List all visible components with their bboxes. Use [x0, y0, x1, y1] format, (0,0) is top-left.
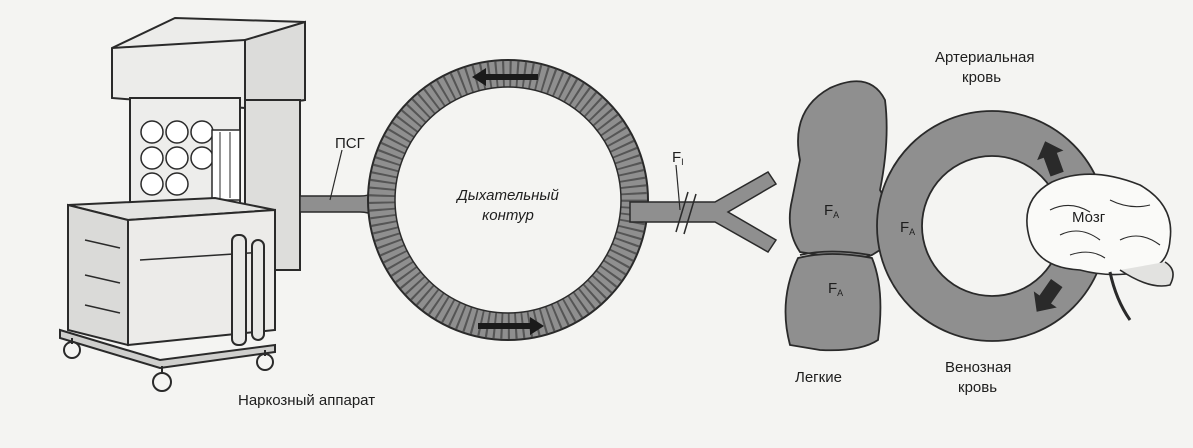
lungs-label: Легкие: [795, 369, 842, 386]
venous-label-line1: Венозная: [945, 359, 1011, 376]
circuit-label-line1: Дыхательный: [455, 187, 559, 204]
y-piece-connector: [630, 172, 776, 252]
fi-label: FI: [672, 149, 684, 167]
fgf-leader-line: [330, 150, 342, 200]
anesthesia-machine: [60, 18, 305, 391]
brain-label: Мозг: [1072, 209, 1106, 226]
circuit-label-line2: контур: [482, 207, 534, 224]
arterial-label-line2: кровь: [962, 69, 1001, 86]
fgf-label: ПСГ: [335, 135, 365, 152]
venous-label-line2: кровь: [958, 379, 997, 396]
arterial-label-line1: Артериальная: [935, 49, 1034, 66]
machine-label: Наркозный аппарат: [238, 392, 375, 409]
